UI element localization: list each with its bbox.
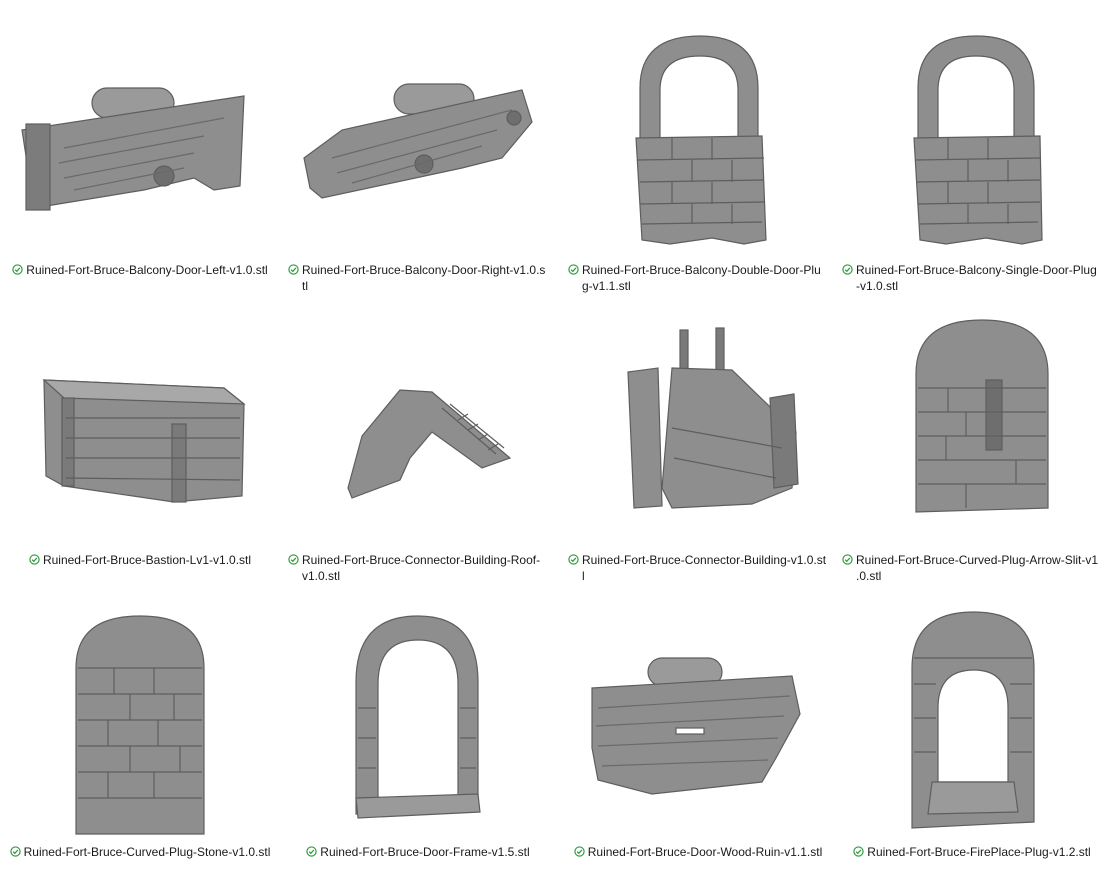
stl-thumbnail-connector-building[interactable] [562,308,834,556]
file-name-label[interactable]: Ruined-Fort-Bruce-Balcony-Door-Left-v1.0… [2,262,278,278]
file-name-label[interactable]: Ruined-Fort-Bruce-Connector-Building-v1.… [560,552,836,584]
file-name-line1: Ruined-Fort-Bruce-Door-Wood-Ruin-v1.1.st… [587,845,823,859]
file-name-line1: Ruined-Fort-Bruce-Curved-Plug-Stone-v1.0… [23,845,271,859]
file-tile[interactable]: Ruined-Fort-Bruce-Curved-Plug-Stone-v1.0… [2,598,278,888]
green-check-sync-icon [842,554,853,565]
file-name-line2: -v1.0.stl [856,279,899,293]
stone-arch-balcony-model-icon [913,35,1043,245]
arched-fireplace-model-icon [911,611,1035,829]
file-name-label[interactable]: Ruined-Fort-Bruce-Bastion-Lv1-v1.0.stl [2,552,278,568]
file-name-line1: Ruined-Fort-Bruce-Balcony-Double-Door-Pl… [582,263,821,277]
arched-stone-wall-model-icon [75,615,205,835]
file-name-label[interactable]: Ruined-Fort-Bruce-FirePlace-Plug-v1.2.st… [834,844,1110,860]
stl-thumbnail-door-left[interactable] [4,18,276,266]
green-check-sync-icon [853,846,864,857]
file-tile[interactable]: Ruined-Fort-Bruce-Balcony-Double-Door-Pl… [560,18,836,308]
stone-door-frame-model-icon [355,615,481,819]
file-name-line1: Ruined-Fort-Bruce-Door-Frame-v1.5.stl [320,845,530,859]
green-check-sync-icon [288,264,299,275]
file-thumbnail-grid: Ruined-Fort-Bruce-Balcony-Door-Left-v1.0… [2,18,1110,859]
ruined-roof-model-icon [347,389,512,499]
file-tile[interactable]: Ruined-Fort-Bruce-Door-Frame-v1.5.stl [280,598,556,888]
file-name-line1: Ruined-Fort-Bruce-Connector-Building-Roo… [302,553,541,567]
ruined-building-model-icon [627,327,799,509]
green-check-sync-icon [288,554,299,565]
file-name-label[interactable]: Ruined-Fort-Bruce-Connector-Building-Roo… [280,552,556,584]
file-name-line1: Ruined-Fort-Bruce-Connector-Building-v1.… [582,553,827,567]
file-name-line2: l [582,569,585,583]
stl-thumbnail-arrow-slit-plug[interactable] [836,308,1108,556]
green-check-sync-icon [568,554,579,565]
file-name-label[interactable]: Ruined-Fort-Bruce-Door-Frame-v1.5.stl [280,844,556,860]
green-check-sync-icon [29,554,40,565]
file-name-line1: Ruined-Fort-Bruce-FirePlace-Plug-v1.2.st… [867,845,1091,859]
stl-thumbnail-double-door-plug[interactable] [562,18,834,266]
stl-thumbnail-fireplace-plug[interactable] [836,598,1108,846]
green-check-sync-icon [568,264,579,275]
green-check-sync-icon [842,264,853,275]
file-name-line2: tl [302,279,308,293]
arched-wall-with-slit-model-icon [915,319,1049,513]
stl-thumbnail-curved-plug-stone[interactable] [4,598,276,846]
file-tile[interactable]: Ruined-Fort-Bruce-Curved-Plug-Arrow-Slit… [834,308,1110,598]
file-name-line1: Ruined-Fort-Bruce-Balcony-Door-Right-v1.… [302,263,546,277]
file-name-line1: Ruined-Fort-Bruce-Balcony-Single-Door-Pl… [856,263,1097,277]
file-tile[interactable]: Ruined-Fort-Bruce-Bastion-Lv1-v1.0.stl [2,308,278,598]
file-tile[interactable]: Ruined-Fort-Bruce-FirePlace-Plug-v1.2.st… [834,598,1110,888]
green-check-sync-icon [306,846,317,857]
file-name-label[interactable]: Ruined-Fort-Bruce-Curved-Plug-Arrow-Slit… [834,552,1110,584]
file-name-line2: v1.0.stl [302,569,341,583]
stl-thumbnail-door-frame[interactable] [282,598,554,846]
file-name-line2: g-v1.1.stl [582,279,631,293]
green-check-sync-icon [12,264,23,275]
file-name-label[interactable]: Ruined-Fort-Bruce-Balcony-Door-Right-v1.… [280,262,556,294]
file-name-label[interactable]: Ruined-Fort-Bruce-Balcony-Single-Door-Pl… [834,262,1110,294]
stl-thumbnail-door-right[interactable] [282,18,554,266]
file-name-line1: Ruined-Fort-Bruce-Bastion-Lv1-v1.0.stl [42,553,252,567]
green-check-sync-icon [9,846,21,857]
stone-arch-balcony-model-icon [635,35,767,245]
file-tile[interactable]: Ruined-Fort-Bruce-Balcony-Door-Right-v1.… [280,18,556,308]
ruined-wood-door-model-icon [591,657,801,795]
stl-thumbnail-door-wood-ruin[interactable] [562,598,834,846]
file-tile[interactable]: Ruined-Fort-Bruce-Connector-Building-Roo… [280,308,556,598]
file-tile[interactable]: Ruined-Fort-Bruce-Balcony-Single-Door-Pl… [834,18,1110,308]
door-slab-ruined-model-icon [303,83,533,199]
stone-bastion-model-icon [42,379,246,503]
door-slab-model-icon [21,87,245,211]
file-name-label[interactable]: Ruined-Fort-Bruce-Balcony-Double-Door-Pl… [560,262,836,294]
green-check-sync-icon [574,846,585,857]
file-name-label[interactable]: Ruined-Fort-Bruce-Curved-Plug-Stone-v1.0… [2,844,278,860]
file-name-label[interactable]: Ruined-Fort-Bruce-Door-Wood-Ruin-v1.1.st… [560,844,836,860]
file-tile[interactable]: Ruined-Fort-Bruce-Balcony-Door-Left-v1.0… [2,18,278,308]
file-name-line2: .0.stl [856,569,882,583]
file-tile[interactable]: Ruined-Fort-Bruce-Connector-Building-v1.… [560,308,836,598]
file-name-line1: Ruined-Fort-Bruce-Balcony-Door-Left-v1.0… [26,263,268,277]
file-tile[interactable]: Ruined-Fort-Bruce-Door-Wood-Ruin-v1.1.st… [560,598,836,888]
stl-thumbnail-bastion[interactable] [4,308,276,556]
stl-thumbnail-single-door-plug[interactable] [836,18,1108,266]
stl-thumbnail-connector-roof[interactable] [282,308,554,556]
file-name-line1: Ruined-Fort-Bruce-Curved-Plug-Arrow-Slit… [856,553,1099,567]
